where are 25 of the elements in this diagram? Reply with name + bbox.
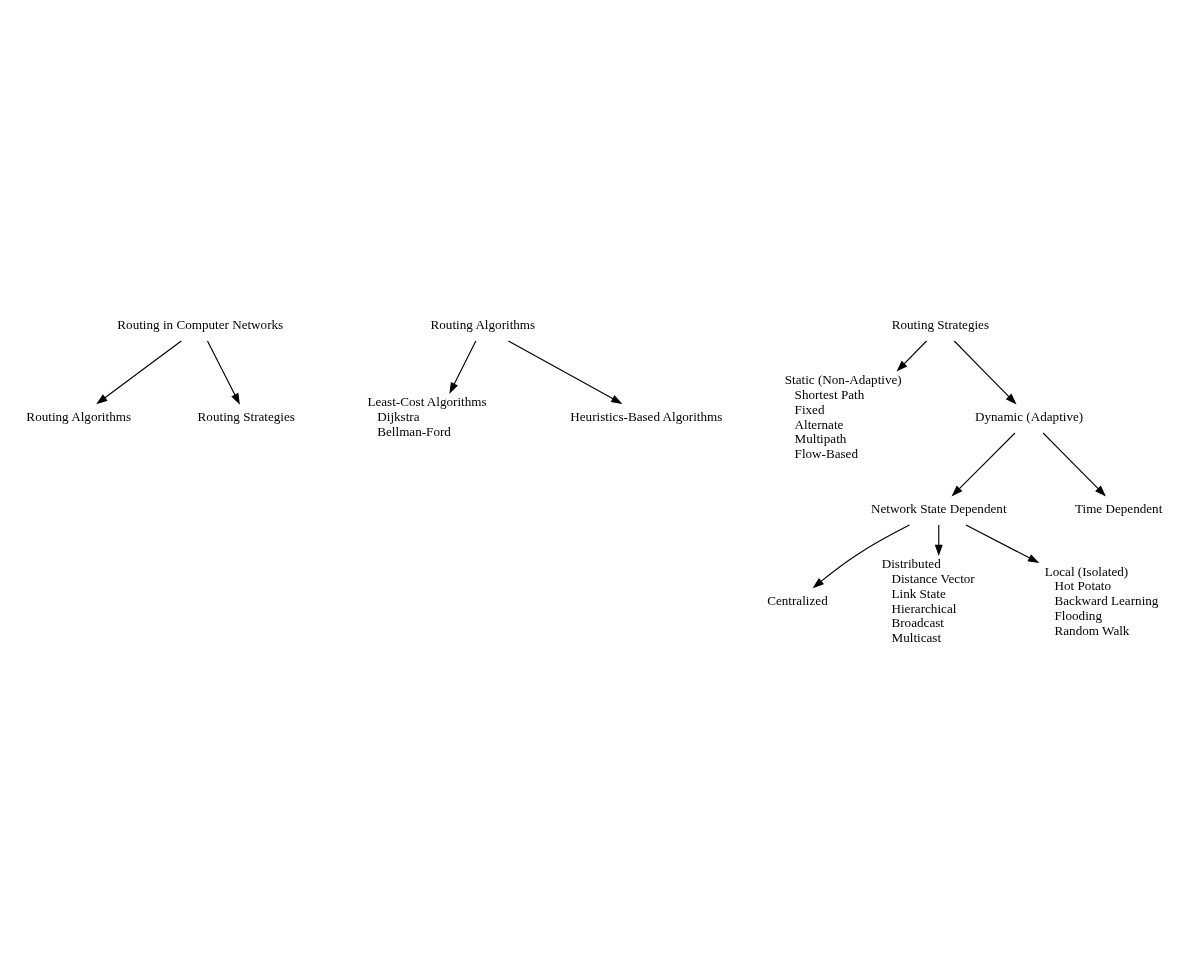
node-text: Routing Algorithms <box>430 317 536 333</box>
node-text: Static (Non-Adaptive) Shortest Path Fixed Alternate Multipath Flow-Based <box>784 372 902 462</box>
arrow <box>507 340 623 405</box>
node-text: Routing in Computer Networks <box>117 317 284 333</box>
node-text: Centralized <box>767 593 828 609</box>
arrow <box>812 524 911 589</box>
arrow <box>206 340 240 405</box>
node-text: Network State Dependent <box>870 501 1007 517</box>
arrow <box>449 340 477 394</box>
node-text: Least-Cost Algorithms Dijkstra Bellman-Ford <box>367 394 487 439</box>
arrow <box>965 524 1040 564</box>
node-text: Routing Strategies <box>197 409 295 425</box>
arrow <box>953 340 1017 405</box>
arrow <box>96 340 182 405</box>
node-text: Local (Isolated) Hot Potato Backward Learning Flooding Random Walk <box>1044 563 1159 638</box>
node-text: Routing Strategies <box>891 317 990 333</box>
node-text: Distributed Distance Vector Link State Hierarchical Broadcast Multicast <box>881 556 975 646</box>
arrow <box>1042 432 1106 497</box>
node-text: Time Dependent <box>1074 501 1163 517</box>
node-text: Routing Algorithms <box>26 409 132 425</box>
arrow <box>934 524 943 557</box>
node-text: Dynamic (Adaptive) <box>974 409 1084 425</box>
node-text: Heuristics-Based Algorithms <box>570 409 723 425</box>
arrow <box>896 340 928 372</box>
arrow <box>951 432 1016 497</box>
